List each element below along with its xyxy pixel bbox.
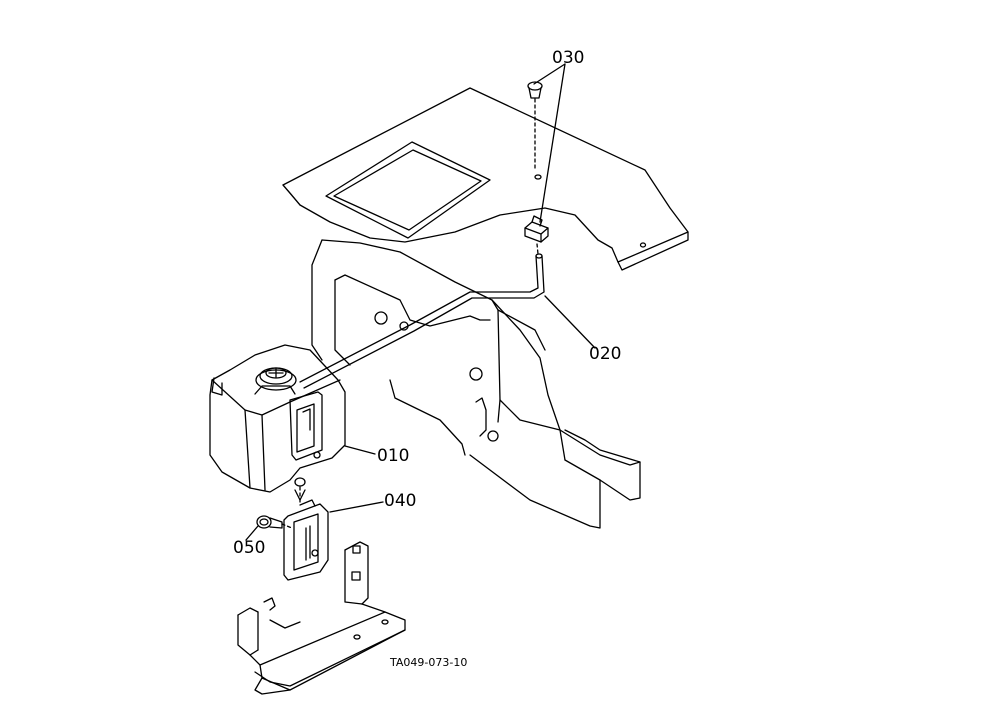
- bolt-030: [527, 81, 543, 171]
- base-bracket: [237, 541, 406, 695]
- bracket-040: [283, 499, 329, 581]
- reserve-tank-010: [209, 344, 346, 506]
- leader-lines: [245, 63, 596, 541]
- cover-panel: [282, 87, 689, 271]
- label-040: 040: [384, 491, 416, 511]
- drawing-code: TA049-073-10: [389, 656, 467, 669]
- pipe-020: [299, 243, 545, 389]
- clip-030: [524, 215, 549, 243]
- label-030: 030: [552, 48, 584, 68]
- label-010: 010: [377, 446, 409, 466]
- label-020: 020: [589, 344, 621, 364]
- bolt-050: [256, 515, 293, 529]
- frame-plate: [311, 239, 641, 529]
- label-050: 050: [233, 538, 265, 558]
